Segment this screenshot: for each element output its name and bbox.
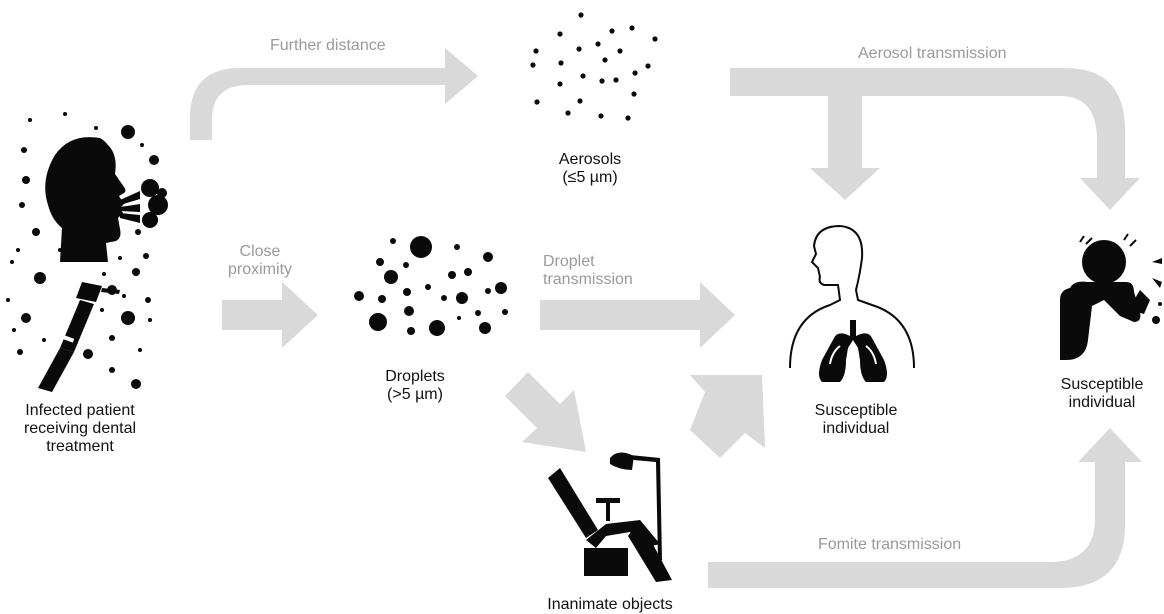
susceptible-center-label: Susceptible individual [792, 402, 920, 438]
aerosol-particles-icon [530, 12, 658, 121]
sneezing-person-icon [1060, 233, 1162, 360]
close-proximity-arrow [222, 282, 318, 348]
droplets-label-line-1: Droplets [385, 368, 445, 385]
further-distance-arrow [190, 48, 478, 140]
close-proximity-label-line-1: Close [239, 243, 281, 260]
patient-label-line-3: treatment [46, 438, 114, 455]
droplets-label: Droplets (>5 µm) [365, 368, 465, 404]
aerosols-label-line-1: Aerosols [558, 151, 622, 168]
susceptible-center-label-line-1: Susceptible [814, 402, 898, 419]
droplets-to-objects-arrow [505, 372, 586, 452]
close-proximity-label: Close proximity [228, 243, 292, 279]
patient-label: Infected patient receiving dental treatm… [0, 402, 160, 456]
inanimate-label: Inanimate objects [547, 596, 673, 613]
further-distance-label: Further distance [270, 37, 386, 54]
droplet-transmission-arrow [540, 282, 735, 348]
patient-spray-particles [6, 112, 159, 389]
droplet-transmission-label: Droplet transmission [543, 253, 633, 289]
objects-to-individual-arrow [690, 375, 765, 458]
droplet-transmission-label-line-2: transmission [543, 271, 633, 288]
patient-label-line-1: Infected patient [25, 402, 135, 419]
fomite-transmission-arrow [708, 428, 1142, 588]
aerosol-transmission-arrow [730, 68, 1140, 210]
close-proximity-label-line-2: proximity [228, 261, 293, 278]
susceptible-right-label-line-1: Susceptible [1060, 376, 1144, 393]
aerosols-label-line-2: (≤5 µm) [562, 169, 618, 186]
dental-chair-icon [548, 452, 672, 582]
patient-label-line-2: receiving dental [23, 420, 137, 437]
droplet-transmission-label-line-1: Droplet [543, 253, 595, 270]
susceptible-right-label-line-2: individual [1068, 394, 1136, 411]
aerosol-transmission-label: Aerosol transmission [858, 45, 1007, 62]
dental-handpiece-icon [38, 282, 120, 392]
head-profile-icon [45, 137, 168, 262]
susceptible-right-label: Susceptible individual [1040, 376, 1164, 412]
lungs-person-icon [789, 224, 915, 382]
aerosols-label: Aerosols (≤5 µm) [540, 151, 640, 187]
susceptible-center-label-line-2: individual [822, 420, 890, 437]
droplet-particles-icon [354, 236, 508, 336]
fomite-transmission-label: Fomite transmission [818, 536, 962, 553]
droplets-label-line-2: (>5 µm) [387, 386, 443, 403]
